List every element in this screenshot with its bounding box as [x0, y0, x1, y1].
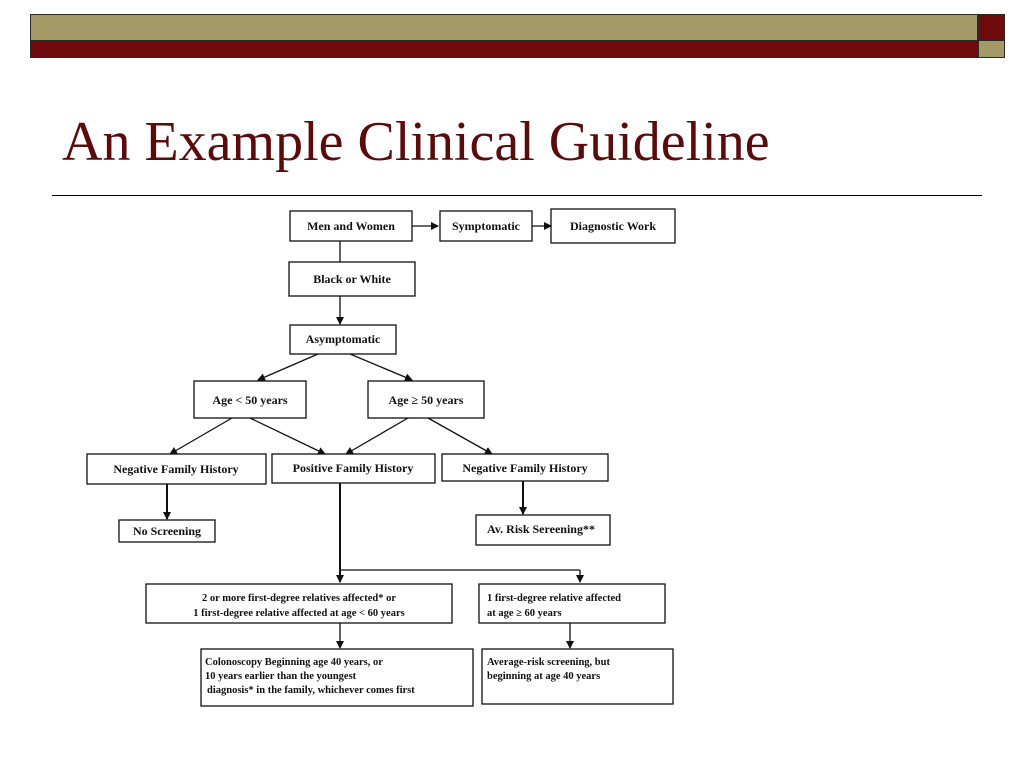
box-negative-history-right: [441, 453, 609, 482]
label-men-women: Men and Women: [307, 219, 395, 233]
arrow-asymptomatic-to-50-plus: [349, 353, 413, 381]
label-average-risk-40-line-2: beginning at age 40 years: [487, 671, 600, 682]
arrow-under-50-to-positive: [249, 417, 326, 455]
arrow-asymptomatic-to-under-50: [257, 353, 319, 381]
label-positive-history: Positive Family History: [293, 461, 414, 475]
box-average-risk-40: [481, 648, 674, 705]
node-labels: Men and Women Symptomatic Diagnostic Wor…: [113, 219, 656, 696]
label-black-white: Black or White: [313, 272, 391, 286]
box-asymptomatic: [289, 324, 397, 355]
top-corner-block: [978, 14, 1005, 58]
label-one-relative-line-1: 1 first-degree relative affected: [487, 593, 621, 604]
top-bar-maroon-band: [31, 41, 977, 57]
label-two-relatives-line-1: 2 or more first-degree relatives affecte…: [202, 593, 396, 604]
label-negative-history-left: Negative Family History: [113, 462, 238, 476]
box-positive-history: [271, 453, 436, 484]
box-one-relative: [478, 583, 666, 624]
label-colonoscopy-line-1: Colonoscopy Beginning age 40 years, or: [205, 657, 383, 668]
label-age-50-plus: Age ≥ 50 years: [389, 393, 464, 407]
label-average-risk-40-line-1: Average-risk screening, but: [487, 657, 610, 668]
label-age-under-50: Age < 50 years: [212, 393, 287, 407]
arrow-under-50-to-negative-left: [169, 417, 233, 455]
box-age-50-plus: [367, 380, 485, 419]
box-colonoscopy: [200, 648, 474, 707]
node-boxes: [86, 208, 676, 707]
box-men-women: [289, 210, 413, 242]
box-no-screening: [118, 519, 216, 543]
box-symptomatic: [439, 210, 533, 242]
label-two-relatives-line-2: 1 first-degree relative affected at age …: [193, 608, 404, 619]
label-colonoscopy-line-3: diagnosis* in the family, whichever come…: [207, 685, 415, 696]
corner-olive-band: [979, 41, 1004, 57]
box-avg-risk: [475, 514, 611, 546]
arrow-50-plus-to-positive: [345, 417, 409, 455]
label-symptomatic: Symptomatic: [452, 219, 521, 233]
box-age-under-50: [193, 380, 307, 419]
label-negative-history-right: Negative Family History: [462, 461, 587, 475]
box-negative-history-left: [86, 453, 267, 485]
label-avg-risk-screening: Av. Risk Sereening**: [487, 522, 595, 536]
label-colonoscopy-line-2: 10 years earlier than the youngest: [205, 671, 357, 682]
box-diagnostic-work: [550, 208, 676, 244]
label-asymptomatic: Asymptomatic: [306, 332, 381, 346]
connectors: [163, 222, 584, 649]
box-black-white: [288, 261, 416, 297]
title-divider: [52, 195, 982, 196]
label-one-relative-line-2: at age ≥ 60 years: [487, 608, 562, 619]
corner-maroon-band: [979, 15, 1004, 41]
slide-title: An Example Clinical Guideline: [62, 111, 770, 173]
box-two-relatives: [145, 583, 453, 624]
label-diagnostic-work: Diagnostic Work: [570, 219, 656, 233]
top-bar-olive-band: [31, 15, 977, 41]
label-no-screening: No Screening: [133, 524, 201, 538]
top-decorative-bar: [30, 14, 978, 58]
arrow-50-plus-to-negative-right: [427, 417, 493, 455]
